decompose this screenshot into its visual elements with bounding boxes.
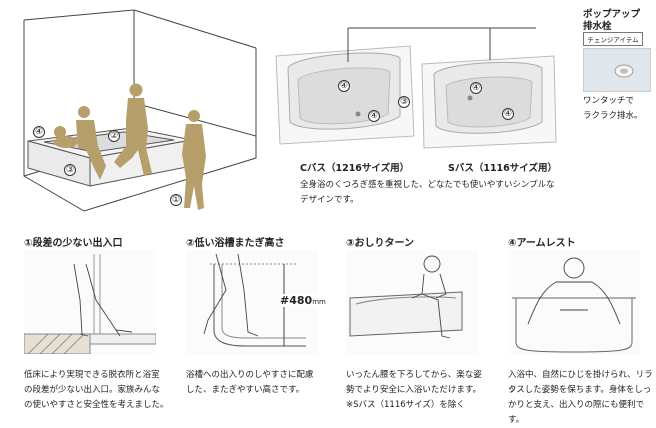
bathroom-room-drawing xyxy=(23,9,257,212)
tub-s-marker-4b: ④ xyxy=(502,108,514,120)
feature-2-measure: #480mm xyxy=(280,294,326,307)
tub-c-marker-4a: ④ xyxy=(338,80,350,92)
tub-c-marker-4b: ④ xyxy=(368,110,380,122)
feature-2-text-2: した、またぎやすい高さです。 xyxy=(186,385,305,395)
bathtub-s-drawing xyxy=(421,55,557,149)
popup-connector-lines xyxy=(347,27,536,62)
feature-2-drawing xyxy=(186,250,318,354)
feature-4-text-3: かりと支え、出入りの際にも便利です。 xyxy=(508,400,645,425)
popup-title-2: 排水栓 xyxy=(583,21,612,32)
feature-4-drawing xyxy=(508,250,640,354)
popup-title-1: ポップアップ xyxy=(583,9,641,20)
feature-3-text-1: いったん腰を下ろしてから、楽な姿 xyxy=(346,370,482,380)
feature-2-image xyxy=(186,250,318,354)
popup-desc-2: ラクラク排水。 xyxy=(583,111,643,121)
room-marker-1: ① xyxy=(170,194,182,206)
feature-3-note: ※Sバス（1116サイズ）を除く xyxy=(346,400,465,410)
popup-desc-1: ワンタッチで xyxy=(583,96,635,106)
feature-1-text-3: の使いやすさと安全性を考えました。 xyxy=(24,400,169,410)
room-marker-4: ④ xyxy=(33,126,45,138)
caption-s-bath: Sバス（1116サイズ用） xyxy=(448,163,557,174)
room-marker-2: ② xyxy=(108,130,120,142)
room-marker-3: ③ xyxy=(64,164,76,176)
popup-drain-drawing xyxy=(614,64,634,78)
feature-4-title: ④アームレスト xyxy=(508,238,576,249)
feature-4-text-2: クスした姿勢を保ちます。身体をしっ xyxy=(508,385,652,395)
measure-prefix-icon: # xyxy=(280,294,290,307)
popup-badge: チェンジアイテム xyxy=(583,32,643,46)
popup-photo xyxy=(583,48,651,92)
bathtub-s-image: ④ ④ xyxy=(418,46,560,152)
measure-value: 480 xyxy=(289,294,313,307)
feature-2-text-1: 浴槽への出入りのしやすさに配慮 xyxy=(186,370,314,380)
feature-1-image xyxy=(24,250,156,354)
bathroom-illustration: ④ ③ ② ① xyxy=(14,8,264,223)
description-line-2: デザインです。 xyxy=(300,195,359,205)
feature-3-image xyxy=(346,250,478,354)
tub-c-marker-3: ③ xyxy=(398,96,410,108)
bathtub-c-image: ④ ④ ③ xyxy=(272,36,418,148)
feature-1-title: ①段差の少ない出入口 xyxy=(24,238,123,249)
feature-1-text-1: 低床により実現できる脱衣所と浴室 xyxy=(24,370,160,380)
feature-4-text-1: 入浴中、自然にひじを掛けられ、リラッ xyxy=(508,370,653,395)
caption-c-bath: Cバス（1216サイズ用） xyxy=(300,163,410,174)
feature-3-drawing xyxy=(346,250,478,354)
feature-2-title: ②低い浴槽またぎ高さ xyxy=(186,238,285,249)
feature-3-title-1: ③おしりターン xyxy=(346,238,414,249)
feature-1-drawing xyxy=(24,250,156,354)
description-line-1: 全身浴のくつろぎ感を重視した、どなたでも使いやすいシンプルな xyxy=(300,180,555,190)
measure-unit: mm xyxy=(312,298,326,306)
tub-s-marker-4a: ④ xyxy=(470,82,482,94)
feature-1-text-2: の段差が少ない出入口。家族みんな xyxy=(24,385,161,395)
feature-4-image xyxy=(508,250,640,354)
feature-3-text-2: 勢でより安全に入浴いただけます。 xyxy=(346,385,481,395)
